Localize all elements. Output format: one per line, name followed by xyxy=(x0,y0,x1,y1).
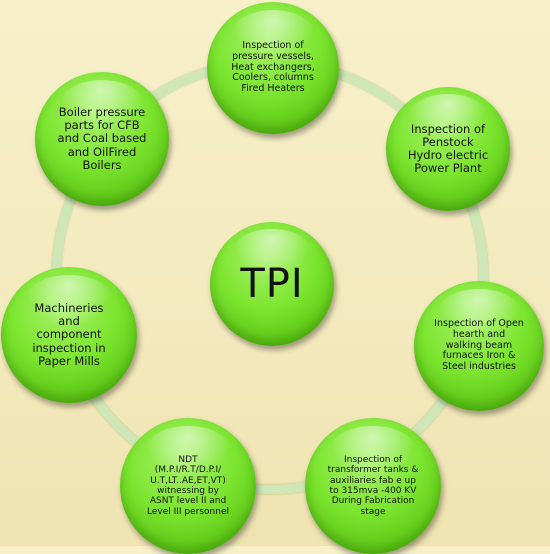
node-label: NDT (M.P.I/R.T/D.P.I/ U.T,LT..AE,ET,VT) … xyxy=(146,454,230,517)
center-label: TPI xyxy=(240,261,304,307)
node-penstock: Inspection of Penstock Hydro electric Po… xyxy=(386,87,510,211)
node-label: Inspection of Open hearth and walking be… xyxy=(434,317,524,373)
center-node-tpi: TPI xyxy=(210,222,334,346)
node-boiler-parts: Boiler pressure parts for CFB and Coal b… xyxy=(35,72,169,206)
node-ndt: NDT (M.P.I/R.T/D.P.I/ U.T,LT..AE,ET,VT) … xyxy=(120,418,256,554)
node-label: Inspection of transformer tanks & auxili… xyxy=(327,454,419,517)
node-label: Inspection of Penstock Hydro electric Po… xyxy=(407,121,489,176)
node-transformer-tanks: Inspection of transformer tanks & auxili… xyxy=(305,418,441,554)
node-label: Machineries and component inspection in … xyxy=(32,300,106,368)
node-pressure-vessels: Inspection of pressure vessels, Heat exc… xyxy=(207,2,339,134)
node-furnaces: Inspection of Open hearth and walking be… xyxy=(414,281,544,411)
node-paper-mills: Machineries and component inspection in … xyxy=(1,267,137,403)
node-label: Inspection of pressure vessels, Heat exc… xyxy=(231,39,315,95)
node-label: Boiler pressure parts for CFB and Coal b… xyxy=(57,104,147,172)
